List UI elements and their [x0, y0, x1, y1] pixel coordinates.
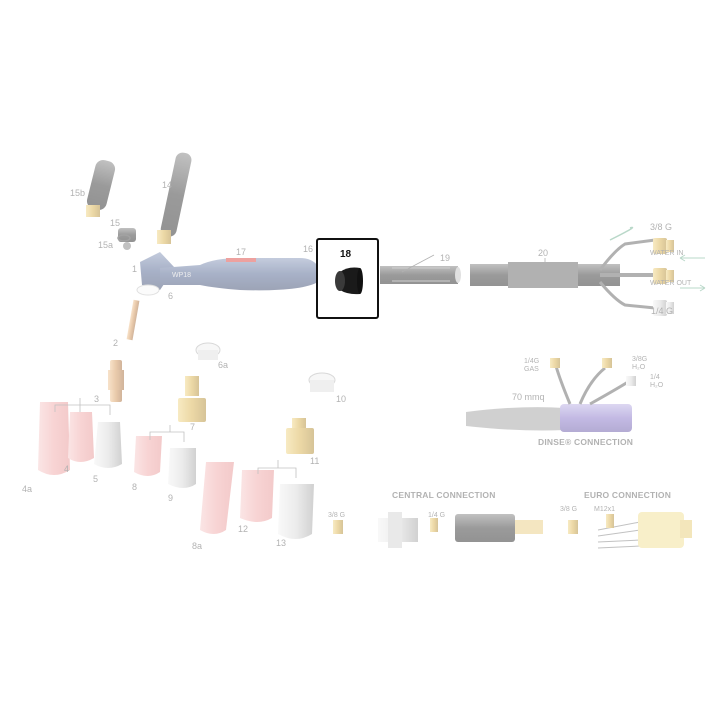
- highlight-frame-part-18[interactable]: 18: [316, 238, 379, 319]
- label-15b: 15b: [70, 188, 86, 198]
- cable-section: [380, 266, 461, 284]
- nozzle-pink-long-8a: [200, 462, 234, 534]
- dinse-h2o-out-label: H₂O: [650, 382, 664, 389]
- label-14: 14: [162, 180, 173, 190]
- label-8a: 8a: [192, 541, 203, 551]
- label-13: 13: [276, 538, 287, 548]
- o-ring: [117, 234, 131, 242]
- cable-nut-icon: [335, 267, 363, 295]
- central-title: CENTRAL CONNECTION: [392, 490, 496, 500]
- lead-fittings: [598, 226, 706, 316]
- large-gas-lens: [286, 372, 336, 454]
- label-11: 11: [310, 456, 320, 466]
- label-6a: 6a: [218, 360, 229, 370]
- label-wp18: WP18: [172, 272, 192, 279]
- fitting-1-4g: 1/4 G: [651, 306, 674, 316]
- euro-m12: M12x1: [594, 506, 616, 513]
- central-connector: [333, 512, 543, 548]
- dinse-cable-section: 70 mmq: [512, 392, 545, 402]
- label-5: 5: [93, 474, 99, 484]
- label-20: 20: [538, 248, 549, 258]
- nozzle-pink-large: [240, 470, 274, 522]
- dinse-h2o-in-label: H₂O: [632, 364, 646, 371]
- label-6: 6: [168, 291, 174, 301]
- label-9: 9: [168, 493, 174, 503]
- label-4: 4: [64, 464, 70, 474]
- nozzle-white-large: [278, 484, 314, 539]
- nozzle-pink-medium: [134, 436, 162, 476]
- dinse-title: DINSE® CONNECTION: [538, 437, 634, 447]
- label-17: 17: [236, 247, 247, 257]
- dinse-connector: [466, 358, 636, 432]
- electrode: [126, 299, 140, 341]
- label-16: 16: [303, 244, 314, 254]
- euro-3-8g: 3/8 G: [560, 506, 578, 513]
- euro-title: EURO CONNECTION: [584, 490, 672, 500]
- hose-section: [470, 258, 620, 288]
- label-4a: 4a: [22, 484, 33, 494]
- label-8: 8: [132, 482, 138, 492]
- label-10: 10: [336, 394, 347, 404]
- label-15: 15: [110, 218, 121, 228]
- cap-nut: [118, 228, 136, 250]
- group-brackets: [54, 398, 297, 478]
- label-2: 2: [113, 338, 119, 348]
- label-19: 19: [440, 253, 451, 263]
- back-cap-short: [86, 160, 116, 217]
- central-3-8g: 3/8 G: [328, 512, 346, 519]
- nozzle-white-medium: [168, 448, 196, 488]
- label-18: 18: [340, 249, 352, 260]
- water-in-label: WATER IN: [650, 250, 684, 257]
- label-15a: 15a: [98, 240, 114, 250]
- nozzle-white: [94, 422, 122, 468]
- euro-connector: [568, 512, 692, 549]
- dinse-gas-label: GAS: [524, 366, 539, 373]
- label-1: 1: [132, 264, 138, 274]
- label-7: 7: [190, 422, 196, 432]
- dinse-h2o-in-size: 3/8G: [632, 356, 648, 363]
- back-cap-long: [157, 152, 192, 244]
- nozzle-long-pink: [38, 402, 70, 475]
- label-12: 12: [238, 524, 249, 534]
- torch-body: [160, 258, 318, 291]
- fitting-3-8g: 3/8 G: [650, 222, 673, 232]
- dinse-h2o-out-size: 1/4: [650, 374, 660, 381]
- central-1-4g: 1/4 G: [428, 512, 446, 519]
- gas-lens-body: [178, 342, 221, 422]
- collet: [108, 360, 124, 402]
- dinse-gas-size: 1/4G: [524, 358, 540, 365]
- nozzle-pink: [68, 412, 94, 462]
- label-3: 3: [94, 394, 100, 404]
- water-out-label: WATER OUT: [650, 280, 692, 287]
